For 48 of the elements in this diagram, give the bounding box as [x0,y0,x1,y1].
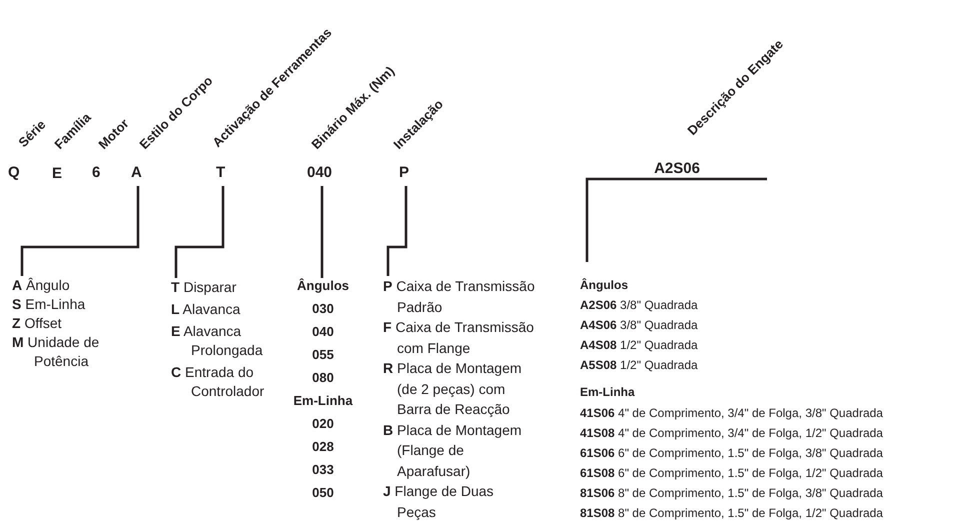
option-item: E Alavanca Prolongada [171,322,264,360]
option-item: 41S08 4" de Comprimento, 3/4" de Folga, 1/2" Quadrada [580,426,884,441]
option-item: 028 [311,439,335,455]
option-item: A4S08 1/2" Quadrada [580,338,699,353]
group-heading: Ângulos [580,278,629,293]
leader-line [320,186,324,278]
option-item: C Entrada do Controlador [171,363,266,401]
option-item: 033 [311,462,335,478]
option-item: 080 [311,370,335,386]
option-item: 055 [311,347,335,363]
option-item: S Em-Linha [12,295,86,314]
option-item: 81S08 8" de Comprimento, 1.5" de Folga, 1/2" Quadrada [580,506,884,521]
option-item: A5S08 1/2" Quadrada [580,358,699,373]
option-item: J Flange de Duas Peças [383,482,495,522]
option-item: F Caixa de Transmissão com Flange [383,318,535,358]
option-item: A2S06 3/8" Quadrada [580,298,699,313]
option-item: T Disparar [171,278,238,297]
option-item: Z Offset [12,314,63,333]
leader-line [174,186,224,278]
code-character: E [52,165,62,182]
option-item: 61S06 6" de Comprimento, 1.5" de Folga, 3/8" Quadrada [580,446,884,461]
option-item: L Alavanca [171,300,242,319]
option-item: 61S08 6" de Comprimento, 1.5" de Folga, 1/2" Quadrada [580,466,884,481]
code-character: 6 [92,164,100,181]
code-character: P [399,164,410,181]
group-heading: Em-Linha [580,385,636,400]
option-item: 050 [311,485,335,501]
leader-line [20,186,140,276]
option-item: A Ângulo [12,276,71,295]
option-item: 040 [311,324,335,340]
option-item: B Placa de Montagem (Flange de Aparafusar) [383,420,523,481]
option-item: P Caixa de Transmissão Padrão [383,277,535,316]
option-item: 030 [311,301,335,317]
code-character: A2S06 [654,160,700,177]
option-item: R Placa de Montagem (de 2 peças) com Barra de Reacção [383,359,523,419]
option-item: Ângulos [296,278,350,294]
option-item: 020 [311,416,335,432]
option-item: A4S06 3/8" Quadrada [580,318,699,333]
option-item: Em-Linha [292,393,354,409]
code-character: 040 [307,164,332,181]
code-character: A [131,164,142,181]
option-item: 41S06 4" de Comprimento, 3/4" de Folga, 3/8" Quadrada [580,406,884,421]
code-character: Q [8,164,20,181]
code-character: T [216,164,226,181]
leader-line [586,178,767,262]
option-item: M Unidade de Potência [12,333,100,371]
option-item: 81S06 8" de Comprimento, 1.5" de Folga, 3/8" Quadrada [580,486,884,501]
leader-line [386,186,408,276]
